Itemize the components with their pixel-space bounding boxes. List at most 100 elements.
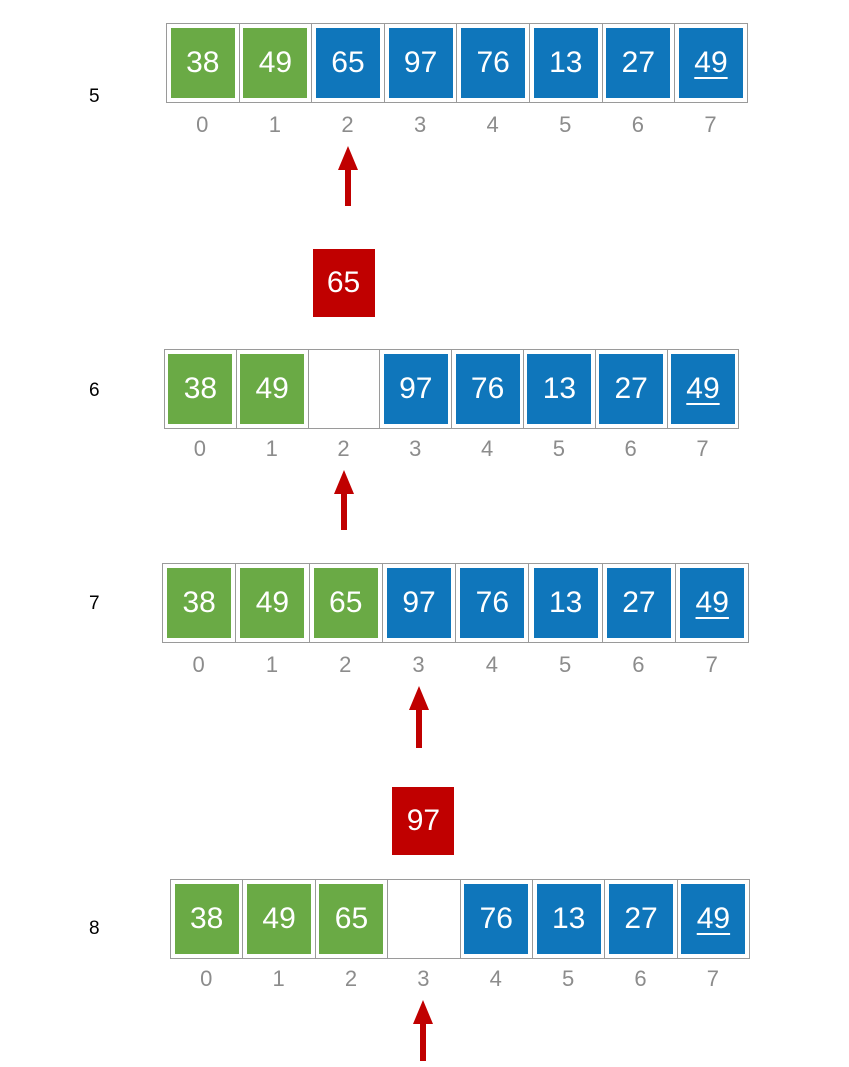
array-slot: 49 (675, 24, 748, 102)
cell-value: 76 (475, 586, 510, 619)
cell-value: 49 (255, 372, 289, 405)
array-slot: 49 (236, 564, 310, 642)
cell-value: 13 (548, 586, 583, 619)
index-label: 4 (485, 652, 498, 677)
cell-value: 27 (621, 46, 656, 79)
index-label: 0 (192, 652, 205, 677)
cell-value: 49 (262, 902, 296, 935)
index-label: 1 (272, 966, 285, 991)
index-label: 2 (341, 112, 354, 137)
array-slot: 65 (312, 24, 385, 102)
cell-value: 97 (399, 372, 433, 405)
array-slot (309, 350, 381, 428)
arrow-shape (413, 1000, 434, 1061)
array-slot: 97 (380, 350, 453, 428)
cell-value: 13 (551, 902, 586, 935)
cell-value: 38 (186, 46, 220, 79)
cell-value: 76 (479, 902, 513, 935)
array-slot: 38 (171, 880, 244, 958)
lifted-value-box: 65 (312, 249, 375, 317)
index-label: 4 (486, 112, 499, 137)
lifted-value-box: 97 (392, 787, 455, 855)
index-label: 6 (632, 652, 645, 677)
cell-value: 27 (624, 902, 658, 935)
cell-value: 49 (258, 46, 293, 79)
index-label: 1 (268, 112, 282, 137)
array-slot: 13 (524, 350, 596, 428)
cell-value: 97 (403, 46, 438, 79)
index-label: 2 (344, 966, 358, 991)
array-slot: 49 (237, 350, 309, 428)
index-label: 3 (417, 966, 430, 991)
index-label: 0 (200, 966, 213, 991)
cell-value: 27 (622, 586, 656, 619)
array-slot: 13 (529, 564, 603, 642)
array-slot: 65 (316, 880, 389, 958)
unsorted-cell: 76 (464, 884, 529, 954)
index-label: 2 (337, 436, 350, 461)
array-slot: 76 (452, 350, 524, 428)
array-slot: 76 (456, 564, 530, 642)
array-slot: 49 (243, 880, 316, 958)
unsorted-cell: 76 (455, 354, 520, 424)
index-label: 3 (412, 652, 425, 677)
sorted-cell: 38 (174, 884, 239, 954)
array-slot: 49 (678, 880, 751, 958)
index-label: 1 (265, 652, 279, 677)
unsorted-cell: 97 (383, 354, 448, 424)
index-label: 5 (559, 652, 572, 677)
sorted-cell: 38 (168, 354, 233, 424)
cell-value: 49 (696, 902, 731, 935)
sorted-cell: 49 (240, 568, 305, 638)
array-slot (388, 880, 461, 958)
unsorted-cell: 65 (315, 28, 380, 98)
cell-value: 49 (695, 586, 729, 619)
array-slot: 49 (240, 24, 313, 102)
sorted-cell: 65 (313, 568, 378, 638)
array-slot: 13 (530, 24, 603, 102)
unsorted-cell: 13 (533, 568, 598, 638)
arrow-shape (408, 686, 429, 748)
unsorted-cell: 13 (527, 354, 592, 424)
arrow-shape (333, 470, 354, 530)
array-slot: 97 (385, 24, 458, 102)
index-label: 5 (562, 966, 575, 991)
unsorted-cell: 76 (461, 28, 526, 98)
unsorted-cell: 49 (681, 884, 746, 954)
cell-value: 97 (402, 586, 436, 619)
array-slot: 38 (165, 350, 237, 428)
arrow-shape (337, 146, 358, 206)
cell-value: 38 (182, 586, 216, 619)
cell-value: 27 (614, 372, 648, 405)
cell-value: 65 (329, 586, 363, 619)
array-row: 38 49 65 97 76 13 27 49 (162, 563, 750, 643)
array-row: 38 49 65 97 76 13 27 49 (166, 23, 748, 103)
sorted-cell: 49 (247, 884, 312, 954)
index-label: 5 (559, 112, 572, 137)
index-label: 1 (265, 436, 278, 461)
index-label: 0 (193, 436, 207, 461)
index-label: 6 (631, 112, 644, 137)
index-label: 4 (480, 436, 494, 461)
step-label: 5 (89, 86, 100, 107)
pointer-arrow-icon (337, 146, 358, 206)
pointer-arrow-icon (413, 1000, 434, 1061)
unsorted-cell: 27 (609, 884, 674, 954)
index-label: 3 (409, 436, 422, 461)
array-slot: 76 (457, 24, 530, 102)
index-label: 2 (339, 652, 352, 677)
index-label: 7 (705, 652, 718, 677)
unsorted-cell: 97 (387, 568, 452, 638)
unsorted-cell: 49 (670, 354, 735, 424)
array-slot: 27 (605, 880, 678, 958)
pointer-arrow-icon (333, 470, 354, 530)
array-slot: 27 (603, 24, 676, 102)
sorted-cell: 38 (167, 568, 232, 638)
array-slot: 13 (533, 880, 606, 958)
array-slot: 65 (310, 564, 383, 642)
cell-value: 65 (331, 46, 365, 79)
cell-value: 13 (549, 46, 583, 79)
index-label: 7 (696, 436, 709, 461)
